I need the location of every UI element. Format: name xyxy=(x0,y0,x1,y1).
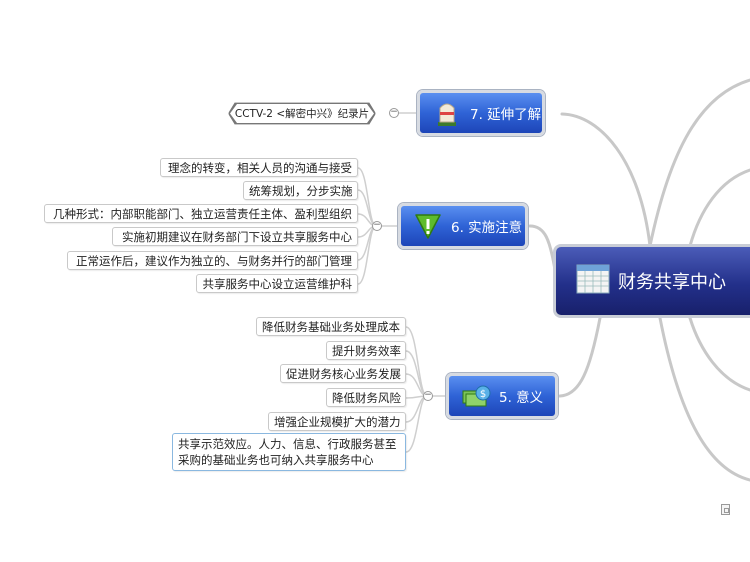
central-label: 财务共享中心 xyxy=(618,272,726,293)
leaf-note-1[interactable]: 理念的转变，相关人员的沟通与接受 xyxy=(160,158,358,177)
collapse-toggle-notes[interactable]: − xyxy=(372,220,382,231)
leaf-meaning-2[interactable]: 提升财务效率 xyxy=(326,341,406,360)
leaf-meaning-1[interactable]: 降低财务基础业务处理成本 xyxy=(256,317,406,336)
connector-central-meaning xyxy=(558,316,602,398)
topic-extend[interactable]: 7. 延伸了解 xyxy=(417,90,545,136)
topic-label: 7. 延伸了解 xyxy=(470,107,542,123)
topic-notes[interactable]: 6. 实施注意 xyxy=(398,203,528,249)
money-icon: $ xyxy=(461,381,491,411)
page-icon[interactable] xyxy=(721,504,730,515)
topic-meaning[interactable]: $ 5. 意义 xyxy=(446,373,558,419)
connector-central-extend xyxy=(560,112,652,248)
svg-text:$: $ xyxy=(480,389,486,400)
connector-central-notes xyxy=(528,224,557,272)
connector-offscreen-4 xyxy=(658,316,750,482)
leaf-note-5[interactable]: 正常运作后，建议作为独立的、与财务并行的部门管理 xyxy=(67,251,358,270)
warning-icon xyxy=(413,211,443,241)
connector-offscreen-2 xyxy=(688,168,750,248)
collapse-toggle-extend[interactable]: − xyxy=(389,107,399,118)
topic-label: 5. 意义 xyxy=(499,390,544,406)
connector-offscreen-1 xyxy=(648,78,750,248)
leaf-note-4[interactable]: 实施初期建议在财务部门下设立共享服务中心 xyxy=(112,227,358,246)
leaf-note-2[interactable]: 统筹规划，分步实施 xyxy=(243,181,358,200)
central-topic[interactable]: 财务共享中心 xyxy=(553,244,750,318)
connector-offscreen-3 xyxy=(688,316,750,392)
leaf-documentary[interactable]: CCTV-2 <解密中兴》纪录片 xyxy=(228,102,376,125)
milestone-icon xyxy=(432,98,462,128)
topic-label: 6. 实施注意 xyxy=(451,220,523,236)
leaf-meaning-3[interactable]: 促进财务核心业务发展 xyxy=(280,364,406,383)
leaf-meaning-6[interactable]: 共享示范效应。人力、信息、行政服务甚至采购的基础业务也可纳入共享服务中心 xyxy=(172,433,406,471)
leaf-note-3[interactable]: 几种形式：内部职能部门、独立运营责任主体、盈利型组织 xyxy=(44,204,358,223)
leaf-meaning-5[interactable]: 增强企业规模扩大的潜力 xyxy=(268,412,406,431)
collapse-toggle-meaning[interactable]: − xyxy=(423,390,433,401)
leaf-meaning-4[interactable]: 降低财务风险 xyxy=(326,388,406,407)
spreadsheet-icon xyxy=(576,264,610,299)
leaf-note-6[interactable]: 共享服务中心设立运营维护科 xyxy=(196,274,358,293)
